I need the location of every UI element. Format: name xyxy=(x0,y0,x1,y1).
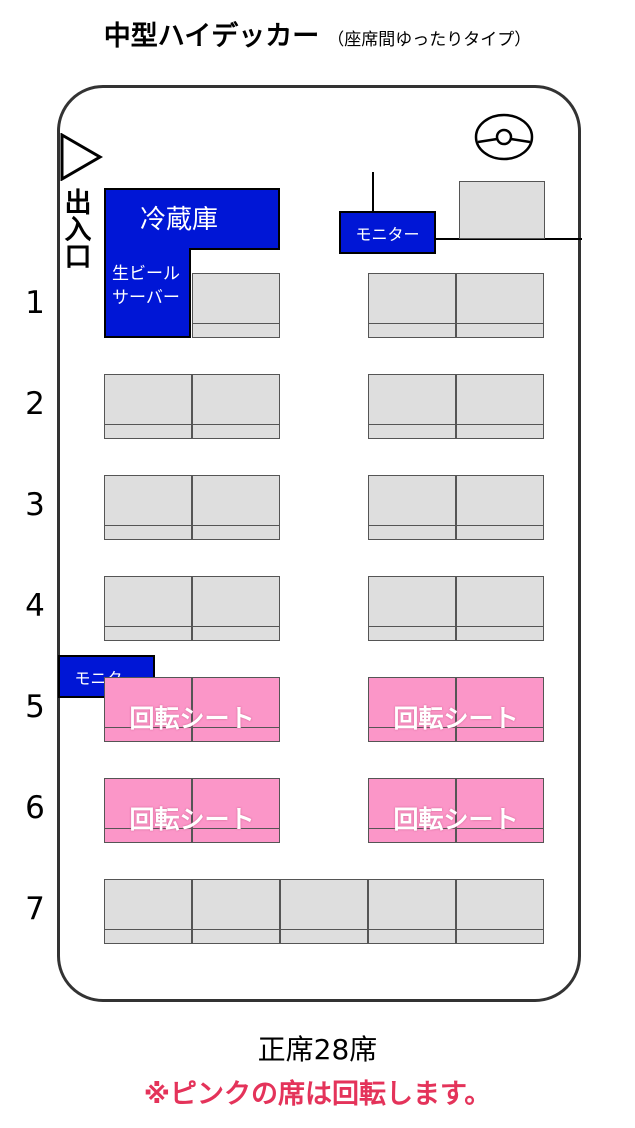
seat-row4-right-window xyxy=(456,576,544,641)
seat-cushion xyxy=(457,424,543,438)
refrigerator-label: 冷蔵庫 xyxy=(140,205,219,235)
seat-row3-right-aisle xyxy=(368,475,456,540)
seat-row7-4 xyxy=(368,879,456,944)
seat-row5-right-window xyxy=(456,677,544,742)
refrigerator xyxy=(104,188,280,250)
seat-cushion xyxy=(369,727,455,741)
seat-row7-3 xyxy=(280,879,368,944)
seat-cushion xyxy=(105,727,191,741)
seat-cushion xyxy=(193,323,279,337)
driver-partition-horizontal xyxy=(432,238,582,240)
seat-cushion xyxy=(457,626,543,640)
seat-row1-right-aisle xyxy=(368,273,456,338)
seat-row2-left-aisle xyxy=(192,374,280,439)
seat-cushion xyxy=(369,323,455,337)
seat-row6-left-window xyxy=(104,778,192,843)
seat-row2-right-aisle xyxy=(368,374,456,439)
steering-wheel-icon xyxy=(474,113,534,161)
seat-row5-left-aisle xyxy=(192,677,280,742)
seat-row7-1 xyxy=(104,879,192,944)
seat-cushion xyxy=(369,525,455,539)
seat-cushion xyxy=(193,424,279,438)
seat-row7-2 xyxy=(192,879,280,944)
title-main: 中型ハイデッカー xyxy=(103,21,320,52)
driver-seat xyxy=(459,181,545,239)
entrance-char-3: 口 xyxy=(64,242,92,273)
row-number-3: 3 xyxy=(25,487,45,523)
row-number-4: 4 xyxy=(25,588,45,624)
seat-cushion xyxy=(457,828,543,842)
seat-row4-right-aisle xyxy=(368,576,456,641)
seat-cushion xyxy=(369,626,455,640)
row-number-7: 7 xyxy=(25,891,45,927)
seat-cushion xyxy=(105,525,191,539)
seat-row6-left-aisle xyxy=(192,778,280,843)
seat-row4-left-window xyxy=(104,576,192,641)
total-seats: 正席28席 xyxy=(257,1033,378,1066)
door-triangle-icon xyxy=(60,133,103,181)
seat-cushion xyxy=(193,525,279,539)
row-number-6: 6 xyxy=(25,790,45,826)
seat-row3-left-aisle xyxy=(192,475,280,540)
row-number-5: 5 xyxy=(25,689,45,725)
rotation-note: ※ピンクの席は回転します。 xyxy=(143,1079,492,1110)
seat-row5-right-aisle xyxy=(368,677,456,742)
seat-row4-left-aisle xyxy=(192,576,280,641)
row-number-2: 2 xyxy=(25,386,45,422)
seat-row1-left-aisle xyxy=(192,273,280,338)
seat-cushion xyxy=(193,929,279,943)
seat-row3-right-window xyxy=(456,475,544,540)
seat-cushion xyxy=(105,424,191,438)
seat-row5-left-window xyxy=(104,677,192,742)
rotating-seat-label: 回転シート xyxy=(393,805,519,834)
seat-row2-right-window xyxy=(456,374,544,439)
beer-server-label-line1: 生ビール xyxy=(112,264,180,284)
entrance-char-1: 出 xyxy=(64,188,92,219)
seat-row6-right-aisle xyxy=(368,778,456,843)
beer-server-label-line2: サーバー xyxy=(112,288,180,308)
seat-cushion xyxy=(369,929,455,943)
seat-cushion xyxy=(105,626,191,640)
rotating-seat-label: 回転シート xyxy=(129,704,255,733)
seat-cushion xyxy=(193,626,279,640)
beer-server-label: 生ビール サーバー xyxy=(112,262,180,310)
seat-cushion xyxy=(457,929,543,943)
row-number-1: 1 xyxy=(25,285,45,321)
seat-cushion xyxy=(369,828,455,842)
seat-cushion xyxy=(457,727,543,741)
seat-row6-right-window xyxy=(456,778,544,843)
rotating-seat-label: 回転シート xyxy=(393,704,519,733)
entrance-label: 出 入 口 xyxy=(62,190,94,271)
seat-row7-5 xyxy=(456,879,544,944)
seat-cushion xyxy=(369,424,455,438)
seat-cushion xyxy=(105,828,191,842)
seat-cushion xyxy=(193,727,279,741)
monitor-front: モニター xyxy=(339,211,436,254)
title-sub: （座席間ゆったりタイプ） xyxy=(327,30,532,50)
seat-cushion xyxy=(281,929,367,943)
seat-row3-left-window xyxy=(104,475,192,540)
seat-cushion xyxy=(193,828,279,842)
rotating-seat-label: 回転シート xyxy=(129,805,255,834)
driver-partition-vertical xyxy=(372,172,374,212)
seat-cushion xyxy=(105,929,191,943)
entrance-char-2: 入 xyxy=(64,215,92,246)
beer-server xyxy=(104,248,191,338)
seat-row2-left-window xyxy=(104,374,192,439)
seat-cushion xyxy=(457,525,543,539)
page-title: 中型ハイデッカー （座席間ゆったりタイプ） xyxy=(0,14,635,53)
seat-cushion xyxy=(457,323,543,337)
seat-row1-right-window xyxy=(456,273,544,338)
